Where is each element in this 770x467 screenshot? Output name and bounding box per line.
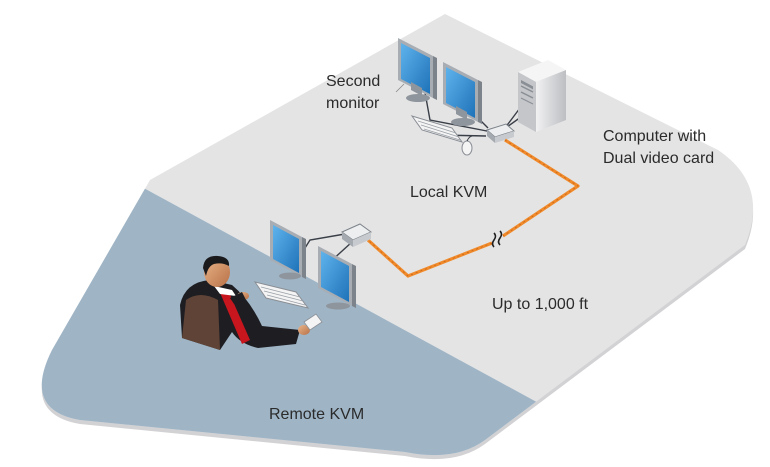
- user-at-desk-icon: [180, 255, 323, 350]
- computer-tower-icon: [518, 60, 566, 132]
- remote-kvm-label: Remote KVM: [269, 406, 365, 423]
- monitor-icon: [270, 220, 306, 280]
- keyboard-icon: [253, 281, 310, 309]
- distance-label: Up to 1,000 ft: [492, 296, 589, 313]
- second-monitor-leader: [395, 83, 405, 93]
- cable-break-icon: [491, 230, 503, 248]
- computer-label-line1: Computer with: [603, 128, 707, 145]
- remote-floor: [41, 150, 555, 456]
- computer-label-line2: Dual video card: [603, 150, 715, 167]
- second-monitor-label: Second monitor: [326, 71, 380, 115]
- computer-label: Computer with Dual video card: [603, 126, 714, 170]
- second-monitor-label-line2: monitor: [326, 95, 380, 112]
- extension-cable: [366, 138, 580, 278]
- mouse-icon: [461, 135, 479, 156]
- local-kvm-label: Local KVM: [410, 184, 488, 201]
- kvm-switch-icon: [486, 123, 515, 143]
- keyboard-icon: [410, 115, 464, 143]
- kvm-extender-icon: [341, 223, 372, 247]
- second-monitor-label-line1: Second: [326, 73, 381, 90]
- monitor-icon: [398, 38, 437, 102]
- monitor-icon: [318, 246, 356, 310]
- monitor-icon: [443, 62, 482, 126]
